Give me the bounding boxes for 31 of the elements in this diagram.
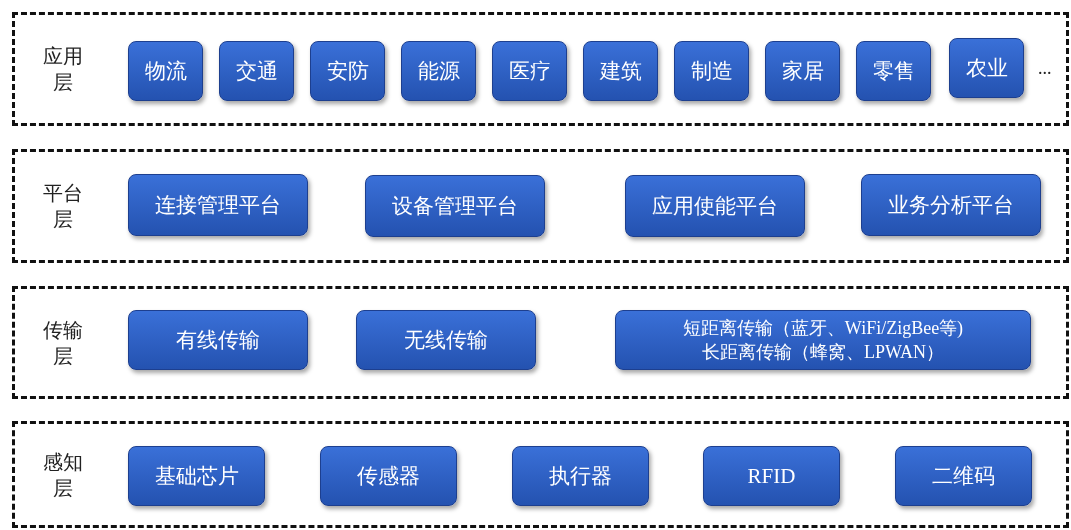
layer-label: 感知层: [42, 449, 84, 501]
category-box: 制造: [674, 41, 749, 101]
category-box: 传感器: [320, 446, 457, 506]
layer-label: 应用层: [42, 44, 84, 95]
category-box: 家居: [765, 41, 840, 101]
category-box: 农业: [949, 38, 1024, 98]
category-box: 能源: [401, 41, 476, 101]
category-box: 无线传输: [356, 310, 536, 370]
category-box: 物流: [128, 41, 203, 101]
layer-band: [12, 149, 1069, 263]
category-box: 设备管理平台: [365, 175, 545, 237]
layer-band: [12, 421, 1069, 528]
category-box: 安防: [310, 41, 385, 101]
category-box: 基础芯片: [128, 446, 265, 506]
layer-band: [12, 286, 1069, 399]
layer-band: [12, 12, 1069, 126]
category-box: 执行器: [512, 446, 649, 506]
category-box: 短距离传输（蓝牙、WiFi/ZigBee等) 长距离传输（蜂窝、LPWAN）: [615, 310, 1031, 370]
category-box: 交通: [219, 41, 294, 101]
category-box: 二维码: [895, 446, 1032, 506]
category-box: 建筑: [583, 41, 658, 101]
layer-label: 平台层: [42, 181, 84, 232]
category-box: 医疗: [492, 41, 567, 101]
ellipsis-text: ...: [1038, 58, 1052, 79]
category-box: RFID: [703, 446, 840, 506]
layer-label: 传输层: [42, 317, 84, 369]
category-box: 连接管理平台: [128, 174, 308, 236]
category-box: 业务分析平台: [861, 174, 1041, 236]
category-box: 有线传输: [128, 310, 308, 370]
category-box: 应用使能平台: [625, 175, 805, 237]
category-box: 零售: [856, 41, 931, 101]
